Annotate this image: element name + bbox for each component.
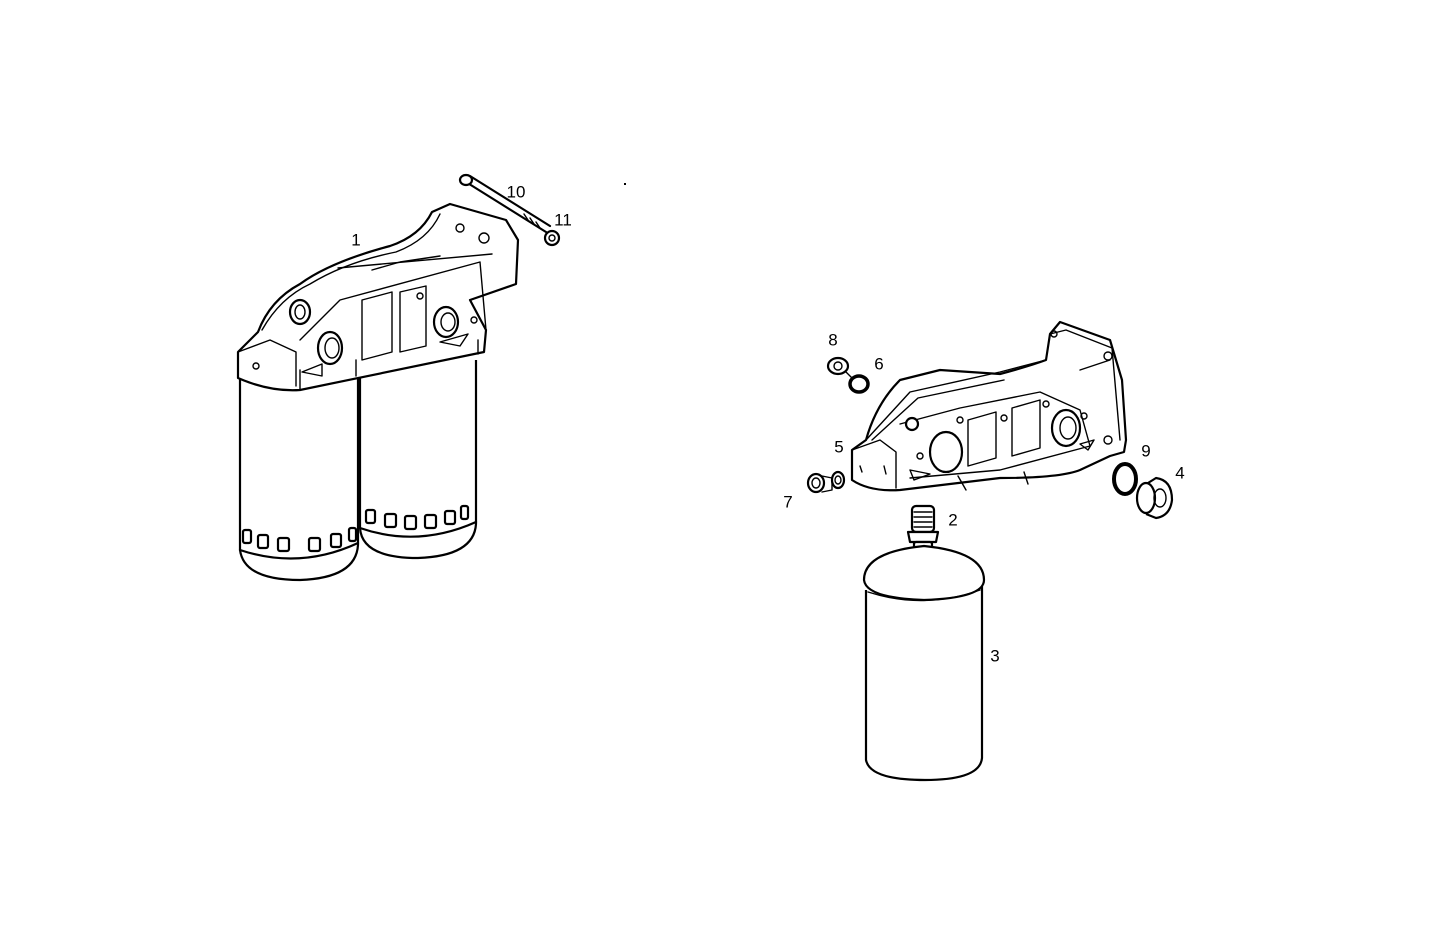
callout-1: 1 — [351, 230, 361, 250]
callout-11: 11 — [554, 210, 572, 230]
callout-2: 2 — [948, 510, 958, 530]
o-ring-9 — [1112, 462, 1138, 496]
callout-4: 4 — [1175, 463, 1185, 483]
filter-cartridge-rear — [358, 360, 478, 560]
bolt-10 — [458, 173, 552, 234]
callout-6: 6 — [874, 354, 884, 374]
seal-ring-6 — [848, 374, 870, 394]
filter-cartridge-3 — [862, 544, 986, 782]
seal-ring-5 — [830, 470, 846, 490]
filter-housing-exploded — [850, 320, 1128, 492]
callout-7: 7 — [783, 492, 793, 512]
callout-8: 8 — [828, 330, 838, 350]
cap-4 — [1135, 476, 1174, 520]
plug-7 — [806, 472, 833, 494]
assembled-view — [236, 173, 561, 582]
callout-5: 5 — [834, 437, 844, 457]
callout-3: 3 — [990, 646, 1000, 666]
filter-housing-assembled — [236, 202, 520, 392]
nut-11 — [543, 229, 561, 247]
callout-9: 9 — [1141, 441, 1151, 461]
plug-8 — [826, 356, 853, 379]
exploded-view — [806, 320, 1174, 782]
stray-mark — [624, 183, 626, 185]
callout-10: 10 — [506, 182, 526, 202]
filter-cartridge-front — [238, 370, 360, 582]
